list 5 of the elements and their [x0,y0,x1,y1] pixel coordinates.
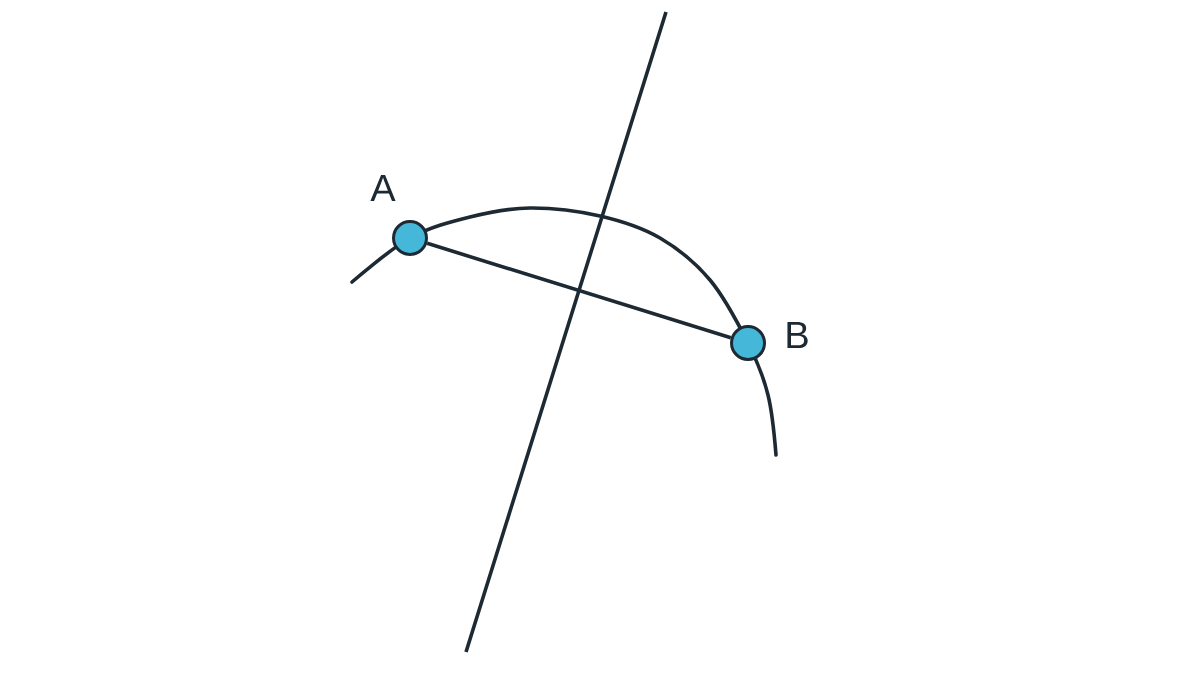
chord-line [426,241,732,340]
point-label: B [787,321,808,349]
point-dot [392,220,428,256]
point-label: A [370,174,396,202]
point-dot [730,325,766,361]
